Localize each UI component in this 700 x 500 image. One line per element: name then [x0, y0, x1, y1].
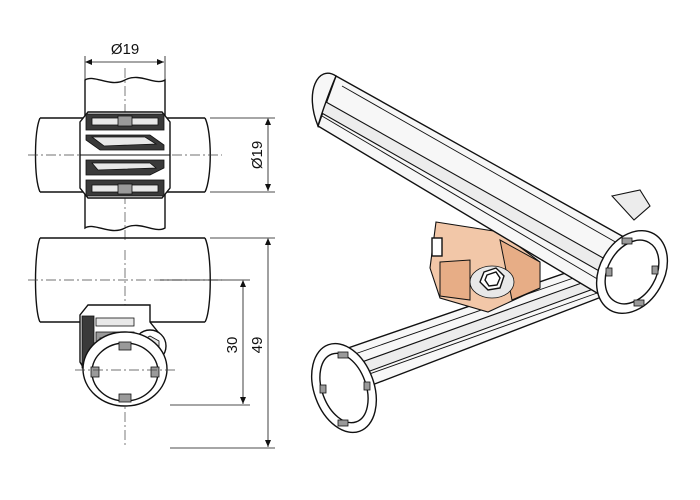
top-view-vertical-tube [84, 76, 166, 232]
side-view: 30 49 [28, 237, 275, 449]
iso-lower-tube [311, 267, 606, 434]
top-view-connector [79, 111, 171, 199]
side-view-tube-section [75, 331, 175, 407]
isometric-view [311, 72, 669, 434]
dim-label-height-inner: 30 [224, 337, 241, 354]
dim-label-height-outer: 49 [249, 337, 266, 354]
top-view: Ø19 Ø19 [28, 41, 275, 240]
iso-connector [429, 221, 541, 313]
dim-label-side-diameter: Ø19 [249, 141, 266, 169]
side-view-tube [34, 237, 211, 323]
iso-upper-tube [311, 72, 669, 315]
dim-label-top-width: Ø19 [111, 41, 139, 58]
